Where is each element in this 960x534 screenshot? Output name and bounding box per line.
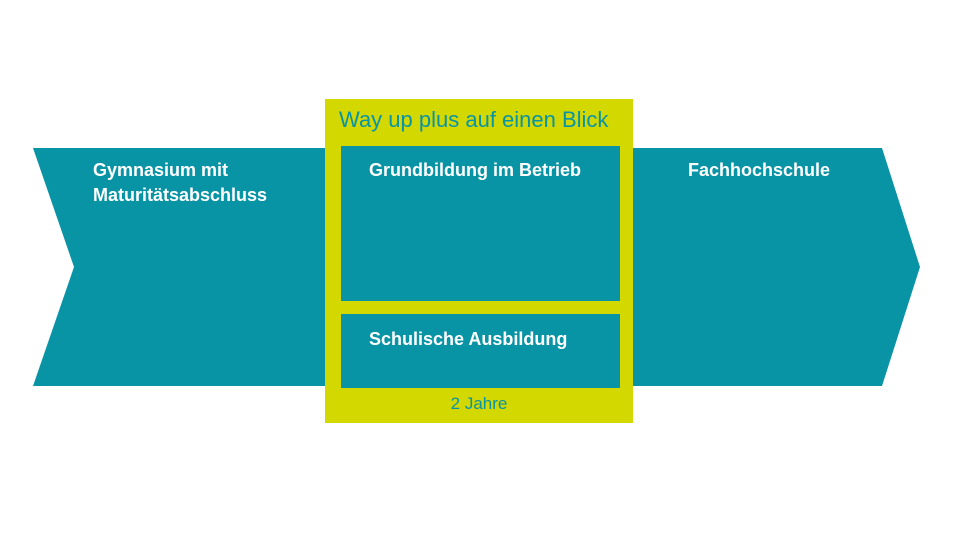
gymnasium-label: Gymnasium mit Maturitätsabschluss — [93, 158, 267, 208]
schulische-label: Schulische Ausbildung — [369, 329, 568, 349]
panel-title: Way up plus auf einen Blick — [339, 107, 609, 132]
gymnasium-label-line2: Maturitätsabschluss — [93, 185, 268, 205]
gymnasium-label-line1: Gymnasium mit — [93, 160, 229, 180]
duration-label: 2 Jahre — [450, 394, 508, 413]
grundbildung-label: Grundbildung im Betrieb — [369, 160, 581, 180]
schulische-box: Schulische Ausbildung — [341, 314, 620, 388]
fachhochschule-label: Fachhochschule — [688, 160, 831, 180]
wayup-panel: Way up plus auf einen Blick Grundbildung… — [325, 99, 633, 423]
grundbildung-box: Grundbildung im Betrieb — [341, 146, 620, 301]
